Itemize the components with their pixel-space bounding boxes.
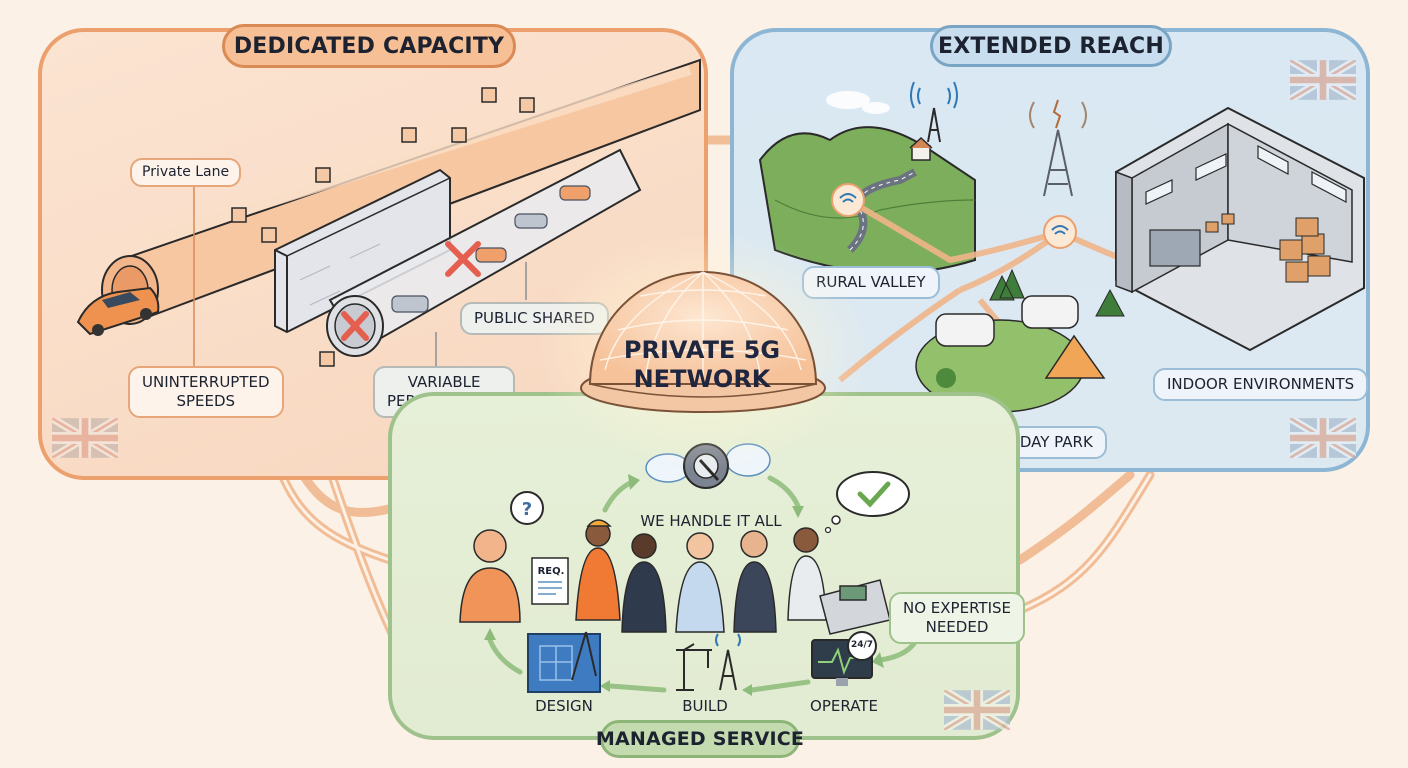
- req-document-label: REQ.: [537, 566, 565, 577]
- uk-flag-icon: [1290, 418, 1356, 458]
- holiday-park-icon: [915, 268, 1125, 413]
- indoor-environments-label: INDOOR ENVIRONMENTS: [1153, 368, 1369, 401]
- clock-24-7-badge: 24/7: [850, 640, 874, 650]
- req-document-icon: [531, 557, 569, 605]
- factory-icon: [1115, 106, 1365, 352]
- team-icon: [459, 519, 891, 635]
- uninterrupted-speeds-label: UNINTERRUPTED SPEEDS: [128, 366, 284, 418]
- hub-title-line2: NETWORK: [633, 365, 771, 393]
- uk-flag-icon: [944, 690, 1010, 730]
- step-build-label: BUILD: [682, 697, 728, 715]
- uninterrupted-speeds-line2: SPEEDS: [176, 392, 236, 410]
- public-cars-icon: [391, 213, 548, 313]
- blocked-x-icon: [341, 241, 481, 341]
- variable-performance-line1: VARIABLE: [407, 373, 481, 391]
- extended-reach-title: EXTENDED REACH: [930, 25, 1172, 67]
- sports-car-icon: [76, 286, 160, 336]
- boxes-icon: [1205, 213, 1331, 283]
- managed-service-title: MANAGED SERVICE: [596, 720, 804, 758]
- no-expertise-line1: NO EXPERTISE: [903, 599, 1011, 617]
- question-bubble-icon: ?: [510, 491, 544, 525]
- we-handle-it-all-text: WE HANDLE IT ALL: [640, 512, 782, 530]
- monitor-heartbeat-icon: [811, 631, 877, 686]
- private-lane-label: Private Lane: [130, 158, 242, 187]
- tent-icon: [1044, 334, 1106, 379]
- private-5g-network-title: PRIVATE 5G NETWORK: [612, 336, 792, 394]
- hub-title-line1: PRIVATE 5G: [623, 336, 781, 364]
- caravan-icon: [935, 313, 995, 347]
- broken-signal-tower-icon: [1029, 99, 1087, 197]
- data-packet-icon: [231, 87, 535, 367]
- no-expertise-line2: NEEDED: [925, 618, 989, 636]
- check-thought-bubble-icon: [824, 471, 910, 534]
- cell-tower-icon: [910, 81, 958, 143]
- uninterrupted-speeds-line1: UNINTERRUPTED: [142, 373, 270, 391]
- crane-tower-icon: [676, 633, 741, 691]
- step-operate-label: OPERATE: [810, 697, 878, 715]
- blueprint-compass-icon: [527, 631, 601, 693]
- svg-text:?: ?: [522, 499, 532, 520]
- uk-flag-icon: [52, 418, 118, 458]
- no-expertise-needed-label: NO EXPERTISE NEEDED: [889, 592, 1025, 644]
- step-design-label: DESIGN: [535, 697, 593, 715]
- uk-flag-icon: [1290, 60, 1356, 100]
- dedicated-capacity-title: DEDICATED CAPACITY: [222, 24, 516, 68]
